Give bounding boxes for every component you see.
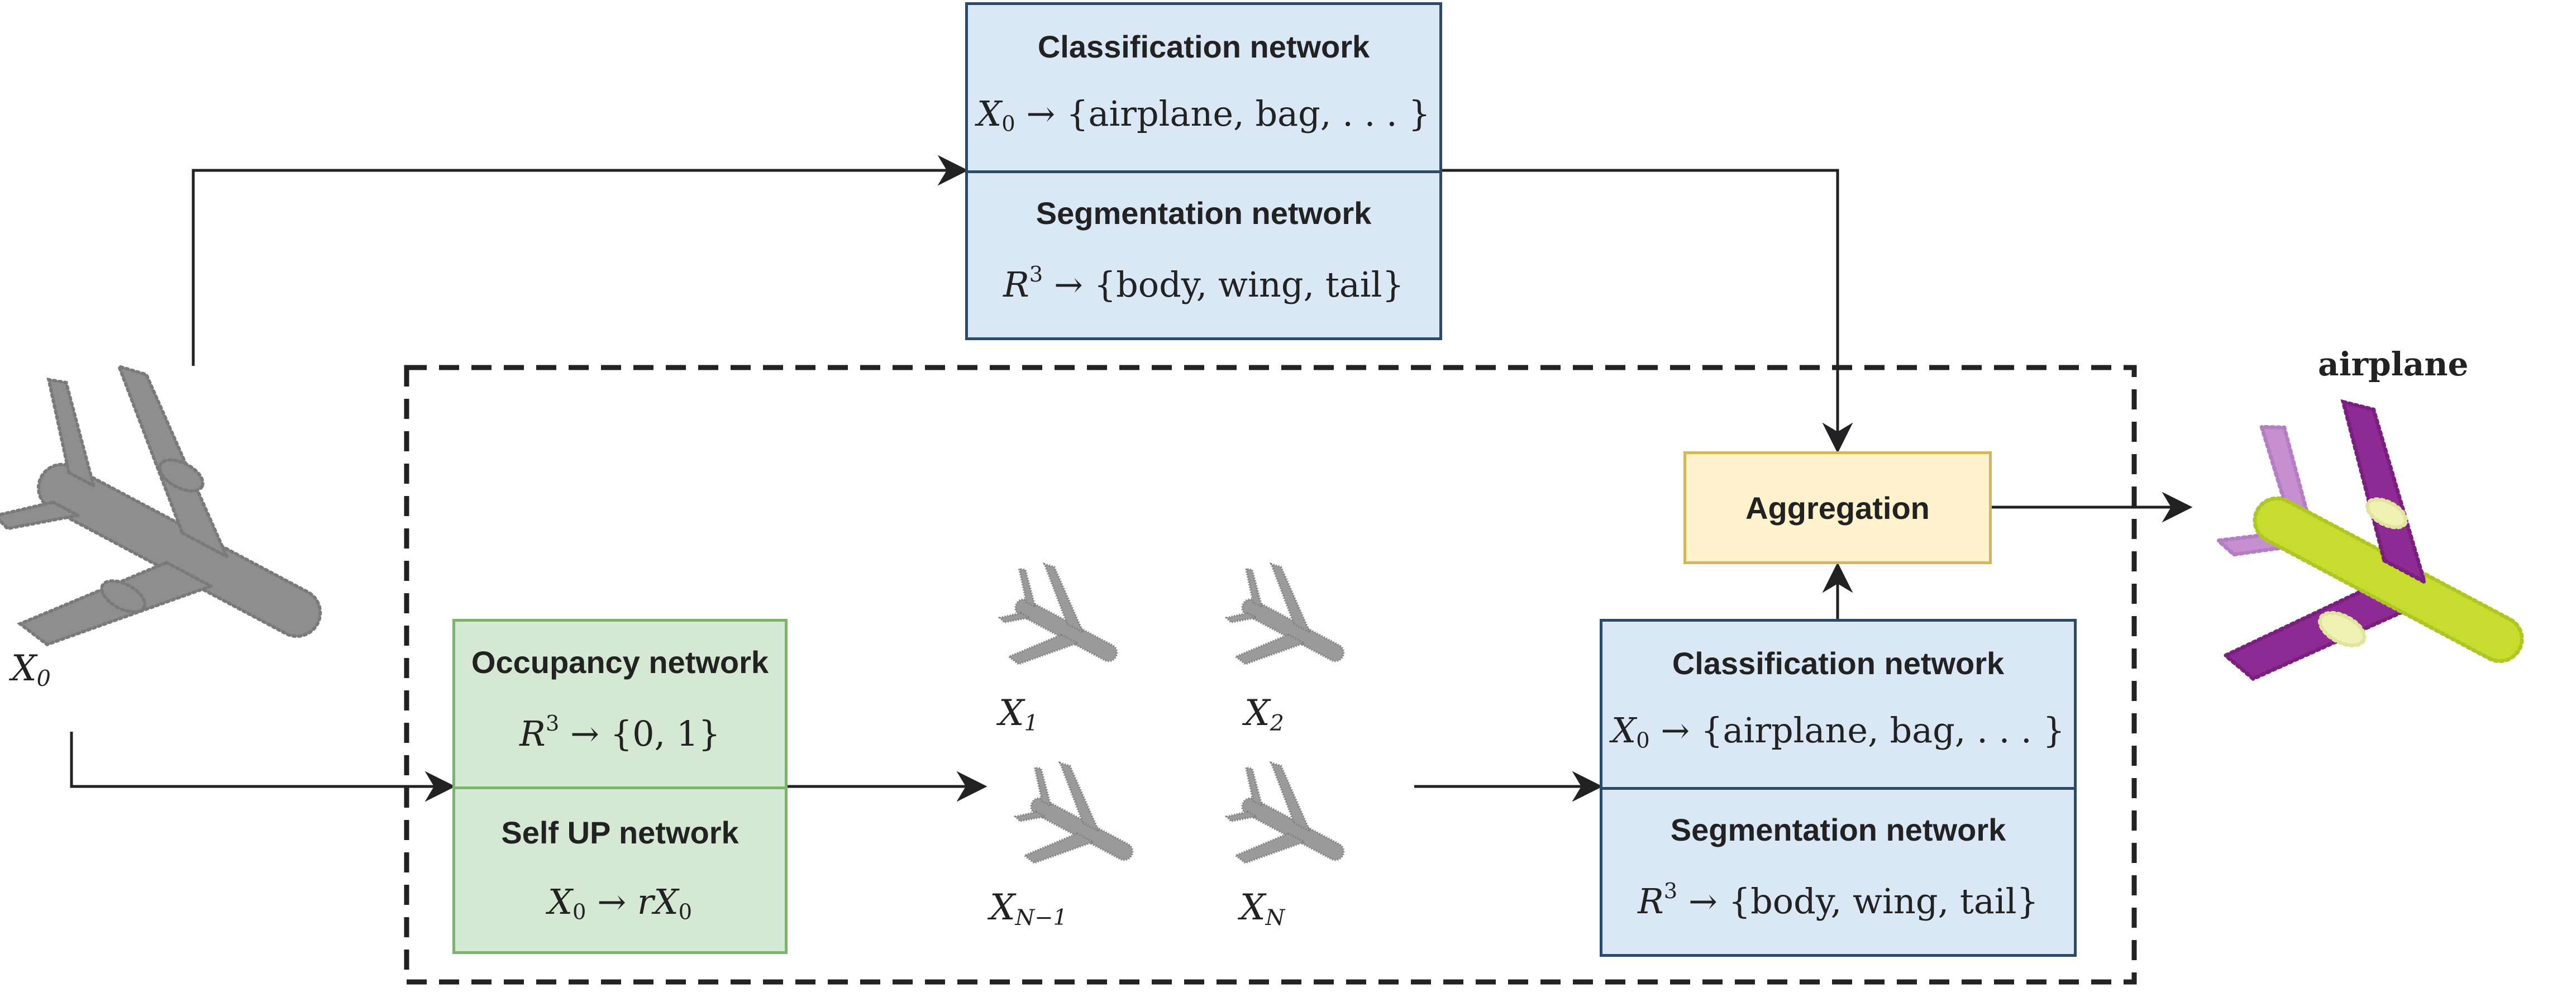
- bottom-network-block: Classification network X0 → {airplane, b…: [1600, 619, 2077, 957]
- arrow-input-to-green-block: [70, 732, 456, 802]
- bottom-segmentation-title: Segmentation network: [1670, 812, 2006, 847]
- green-network-block: Occupancy network R3 → {0, 1} Self UP ne…: [452, 619, 788, 954]
- top-segmentation-title: Segmentation network: [1036, 195, 1372, 231]
- aggregation-block: Aggregation: [1683, 451, 1992, 564]
- sample-label-1: X1: [999, 693, 1038, 736]
- selfup-formula: X0 → rX0: [547, 881, 693, 925]
- top-segmentation-formula: R3 → {body, wing, tail}: [1003, 262, 1404, 305]
- bottom-segmentation-formula: R3 → {body, wing, tail}: [1638, 879, 2039, 922]
- aggregation-title: Aggregation: [1745, 490, 1930, 526]
- bottom-block-divider: [1602, 787, 2074, 790]
- input-airplane-pointcloud-icon: [0, 364, 322, 647]
- sample-label-2: X2: [1244, 693, 1284, 736]
- sample-airplane-icon: [1224, 562, 1345, 666]
- green-block-divider: [455, 786, 785, 789]
- ensemble-region: [404, 365, 2137, 985]
- occupancy-title: Occupancy network: [471, 645, 769, 680]
- sample-label-n: XN: [1240, 887, 1285, 931]
- arrow-top-block-to-aggregation: [1442, 169, 1853, 454]
- bottom-classification-formula: X0 → {airplane, bag, . . . }: [1611, 710, 2065, 753]
- sample-airplane-icon: [1224, 761, 1345, 865]
- top-classification-formula: X0 → {airplane, bag, . . . }: [977, 93, 1430, 137]
- bottom-classification-title: Classification network: [1672, 646, 2005, 681]
- selfup-title: Self UP network: [501, 815, 739, 850]
- top-block-divider: [968, 170, 1439, 173]
- output-class-label: airplane: [2318, 345, 2469, 383]
- arrow-input-to-top-block: [192, 155, 969, 366]
- top-network-block: Classification network X0 → {airplane, b…: [965, 2, 1442, 340]
- sample-airplane-icon: [1013, 761, 1134, 865]
- sample-label-n-minus-1: XN−1: [990, 887, 1067, 931]
- input-label: X0: [11, 648, 51, 691]
- occupancy-formula: R3 → {0, 1}: [519, 711, 721, 754]
- top-classification-title: Classification network: [1037, 29, 1370, 64]
- sample-airplane-icon: [998, 562, 1118, 666]
- segmented-airplane-icon: [2214, 399, 2524, 681]
